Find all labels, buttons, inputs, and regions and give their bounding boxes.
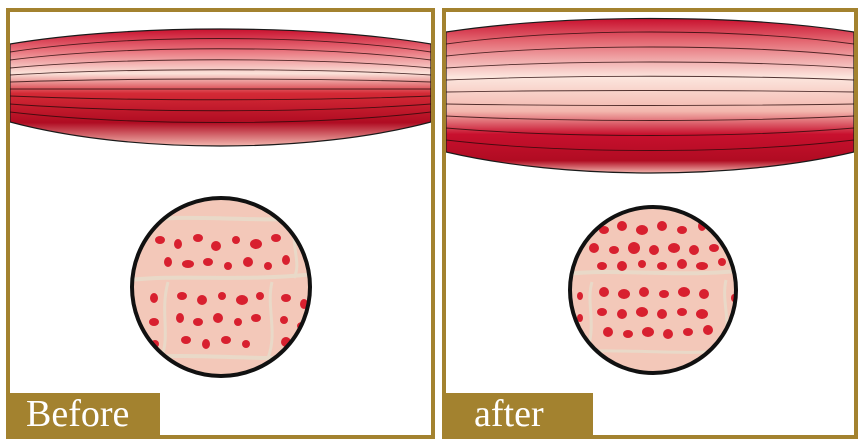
after-illustration <box>446 12 854 435</box>
before-illustration <box>10 12 431 435</box>
muscle-icon <box>446 19 854 174</box>
cross-section-icon <box>566 207 746 373</box>
after-panel: after <box>442 8 858 439</box>
muscle-icon <box>10 29 431 146</box>
cross-section-icon <box>130 198 315 376</box>
before-label: Before <box>10 393 160 435</box>
after-label: after <box>446 393 593 435</box>
before-panel: Before <box>6 8 435 439</box>
